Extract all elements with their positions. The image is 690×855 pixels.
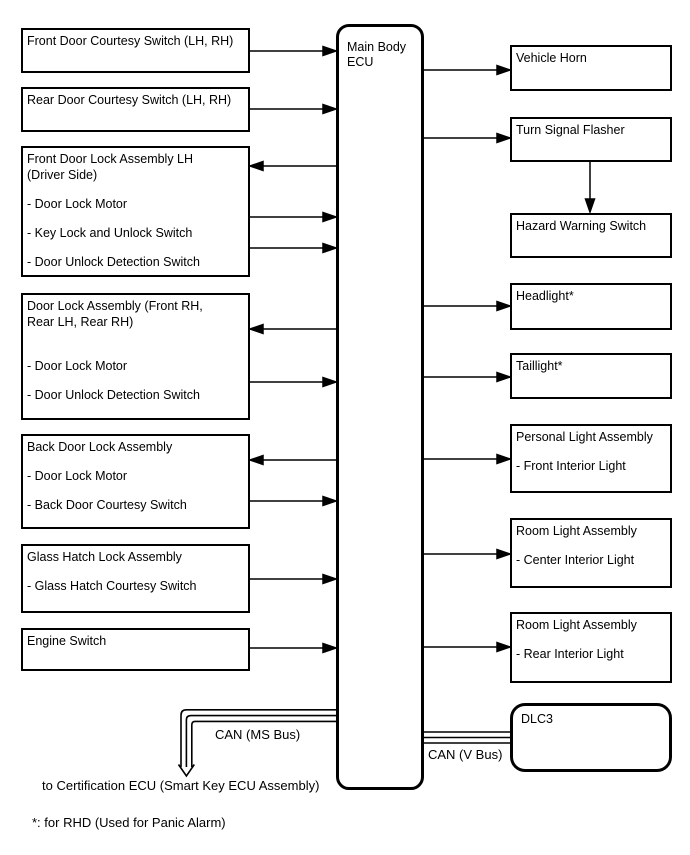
box-title: Front Door Lock Assembly LH bbox=[27, 152, 194, 166]
box-front-door-lock-assembly-lh: Front Door Lock Assembly LH (Driver Side… bbox=[21, 146, 250, 277]
box-title: Room Light Assembly bbox=[516, 524, 637, 538]
arrow-front-door-lock-to-ecu-2 bbox=[250, 242, 339, 254]
box-item: - Key Lock and Unlock Switch bbox=[27, 226, 193, 240]
arrow-door-lock-assembly-to-ecu bbox=[250, 376, 339, 388]
ms-bus-destination-label: to Certification ECU (Smart Key ECU Asse… bbox=[42, 778, 320, 793]
box-title: Front Door Courtesy Switch (LH, RH) bbox=[27, 34, 234, 48]
box-title-line2: (Driver Side) bbox=[27, 168, 98, 182]
box-title: Room Light Assembly bbox=[516, 618, 637, 632]
arrow-ecu-to-turn-signal-flasher bbox=[424, 132, 513, 144]
main-body-ecu-label: Main Body ECU bbox=[347, 40, 407, 69]
box-item: - Door Lock Motor bbox=[27, 197, 128, 211]
box-item: - Center Interior Light bbox=[516, 553, 635, 567]
footnote-label: *: for RHD (Used for Panic Alarm) bbox=[32, 815, 226, 830]
box-dlc3: DLC3 bbox=[510, 703, 672, 772]
box-item: - Door Lock Motor bbox=[27, 469, 128, 483]
box-title: DLC3 bbox=[521, 712, 553, 726]
box-personal-light-assembly: Personal Light Assembly - Front Interior… bbox=[510, 424, 672, 493]
box-rear-door-courtesy-switch: Rear Door Courtesy Switch (LH, RH) bbox=[21, 87, 250, 132]
arrow-front-door-lock-to-ecu-1 bbox=[250, 211, 339, 223]
arrow-ecu-to-personal-light bbox=[424, 453, 513, 465]
box-hazard-warning-switch: Hazard Warning Switch bbox=[510, 213, 672, 258]
box-title: Headlight* bbox=[516, 289, 574, 303]
box-front-door-courtesy-switch: Front Door Courtesy Switch (LH, RH) bbox=[21, 28, 250, 73]
box-headlight: Headlight* bbox=[510, 283, 672, 330]
box-title: Glass Hatch Lock Assembly bbox=[27, 550, 182, 564]
can-v-bus-pipe bbox=[424, 731, 511, 744]
box-title: Hazard Warning Switch bbox=[516, 219, 647, 233]
arrow-ecu-to-door-lock-assembly bbox=[247, 323, 336, 335]
box-title: Personal Light Assembly bbox=[516, 430, 653, 444]
box-title: Back Door Lock Assembly bbox=[27, 440, 173, 454]
box-turn-signal-flasher: Turn Signal Flasher bbox=[510, 117, 672, 162]
box-title: Taillight* bbox=[516, 359, 563, 373]
box-door-lock-assembly: Door Lock Assembly (Front RH, Rear LH, R… bbox=[21, 293, 250, 420]
box-title-line2: Rear LH, Rear RH) bbox=[27, 315, 134, 329]
arrow-turn-signal-to-hazard bbox=[584, 162, 596, 215]
can-v-bus-label: CAN (V Bus) bbox=[428, 747, 503, 762]
arrow-ecu-to-room-light-rear bbox=[424, 641, 513, 653]
arrow-ecu-to-back-door-lock bbox=[247, 454, 336, 466]
box-room-light-assembly-center: Room Light Assembly - Center Interior Li… bbox=[510, 518, 672, 588]
arrow-ecu-to-front-door-lock bbox=[247, 160, 336, 172]
arrow-ecu-to-vehicle-horn bbox=[424, 64, 513, 76]
box-engine-switch: Engine Switch bbox=[21, 628, 250, 671]
box-item: - Rear Interior Light bbox=[516, 647, 624, 661]
box-title: Door Lock Assembly (Front RH, bbox=[27, 299, 203, 313]
can-ms-bus-pipe bbox=[177, 709, 336, 778]
arrow-ecu-to-taillight bbox=[424, 371, 513, 383]
box-title: Turn Signal Flasher bbox=[516, 123, 625, 137]
ms-bus-arrowhead bbox=[177, 764, 195, 778]
box-title: Rear Door Courtesy Switch (LH, RH) bbox=[27, 93, 232, 107]
box-room-light-assembly-rear: Room Light Assembly - Rear Interior Ligh… bbox=[510, 612, 672, 683]
box-item: - Front Interior Light bbox=[516, 459, 626, 473]
arrow-front-door-courtesy-to-ecu bbox=[250, 45, 339, 57]
box-title: Engine Switch bbox=[27, 634, 107, 648]
box-title: Vehicle Horn bbox=[516, 51, 587, 65]
box-item: - Glass Hatch Courtesy Switch bbox=[27, 579, 197, 593]
arrow-rear-door-courtesy-to-ecu bbox=[250, 103, 339, 115]
box-vehicle-horn: Vehicle Horn bbox=[510, 45, 672, 91]
box-item: - Door Unlock Detection Switch bbox=[27, 388, 200, 402]
box-glass-hatch-lock-assembly: Glass Hatch Lock Assembly - Glass Hatch … bbox=[21, 544, 250, 613]
box-taillight: Taillight* bbox=[510, 353, 672, 399]
arrow-back-door-lock-to-ecu bbox=[250, 495, 339, 507]
box-item: - Door Unlock Detection Switch bbox=[27, 255, 200, 269]
box-item: - Door Lock Motor bbox=[27, 359, 128, 373]
box-back-door-lock-assembly: Back Door Lock Assembly - Door Lock Moto… bbox=[21, 434, 250, 529]
main-body-ecu-box: Main Body ECU bbox=[336, 24, 424, 790]
arrow-ecu-to-headlight bbox=[424, 300, 513, 312]
can-ms-bus-label: CAN (MS Bus) bbox=[215, 727, 301, 742]
arrow-ecu-to-room-light-center bbox=[424, 548, 513, 560]
box-item: - Back Door Courtesy Switch bbox=[27, 498, 187, 512]
arrow-engine-switch-to-ecu bbox=[250, 642, 339, 654]
arrow-glass-hatch-to-ecu bbox=[250, 573, 339, 585]
